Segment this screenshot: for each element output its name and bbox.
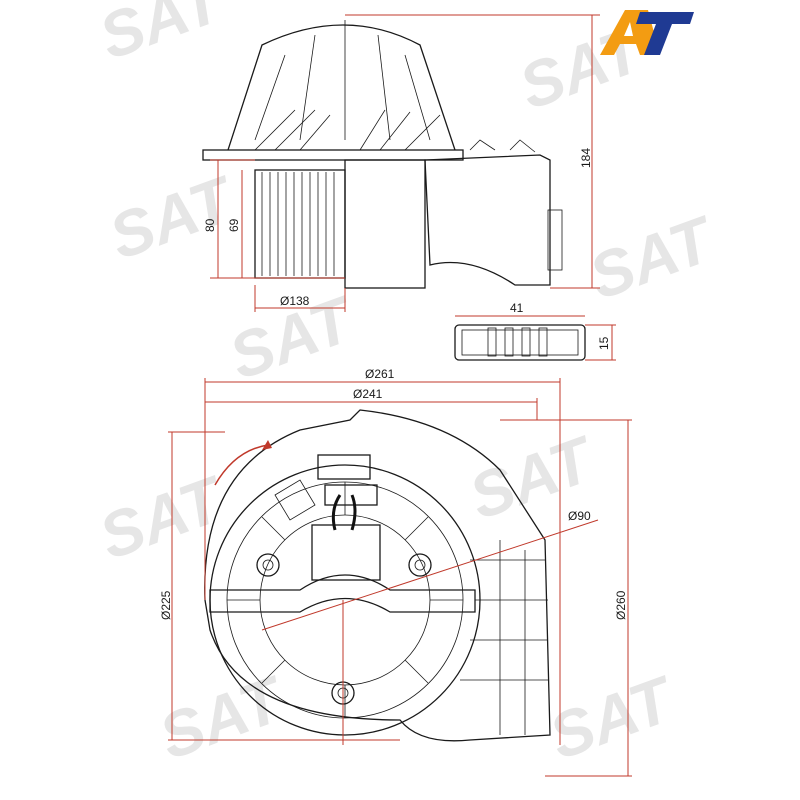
mount-bracket <box>209 574 476 613</box>
rotation-arrow-head <box>262 440 272 450</box>
logo-letter-a-hole <box>624 22 633 36</box>
label-diameter-motor: Ø90 <box>568 509 591 523</box>
fan-hub-ring <box>259 514 431 686</box>
watermark-text: SAT <box>100 162 245 273</box>
label-diameter-inner: Ø241 <box>353 387 383 401</box>
resistor-module <box>274 479 316 521</box>
brand-logo <box>600 10 694 55</box>
label-connector-height: 15 <box>597 336 611 350</box>
label-diameter-outer: Ø261 <box>365 367 395 381</box>
fan-dome <box>227 24 456 151</box>
watermark-text: SAT <box>90 0 235 73</box>
housing-tabs <box>469 139 536 153</box>
label-height-housing: Ø260 <box>614 590 628 620</box>
motor-body <box>311 524 381 581</box>
watermark-text: SAT <box>540 662 685 773</box>
dim-leader-motor <box>261 519 599 631</box>
mount-flange <box>202 149 464 161</box>
label-connector-width: 41 <box>510 301 524 315</box>
watermark-text: SAT <box>580 202 725 313</box>
fan-spokes <box>227 482 463 718</box>
side-connector <box>547 209 563 271</box>
connector-pins <box>487 327 548 357</box>
connector-view: 41 15 <box>454 301 616 361</box>
motor-wires <box>331 494 357 531</box>
fan-dome-lines <box>254 20 431 141</box>
connector-inner <box>461 329 579 356</box>
label-height-total: 184 <box>579 148 593 168</box>
terminal-block-top <box>317 454 371 480</box>
fan-blades <box>254 109 441 151</box>
logo-letter-t <box>636 12 694 55</box>
watermark-text: SAT <box>90 462 235 573</box>
side-view <box>202 20 563 289</box>
label-height-body: 80 <box>203 218 217 232</box>
scroll-housing-side <box>424 154 551 286</box>
rotor-drum <box>254 169 346 279</box>
screw-left <box>256 553 280 577</box>
outlet-ribs <box>460 540 548 735</box>
screw-right <box>408 553 432 577</box>
front-view-dimensions: Ø261 Ø241 Ø225 Ø260 Ø90 <box>159 367 632 777</box>
rotor-ribs <box>261 172 335 276</box>
label-diameter-rotor: Ø138 <box>280 294 310 308</box>
scroll-housing <box>204 409 551 742</box>
side-view-dimensions: 184 80 69 Ø138 <box>203 14 600 312</box>
label-diameter-side: Ø225 <box>159 590 173 620</box>
label-height-rotor: 69 <box>227 218 241 232</box>
motor-housing <box>344 159 426 289</box>
rotation-arrow <box>214 444 269 486</box>
terminal-block-lower <box>324 484 378 506</box>
connector-body <box>454 324 586 361</box>
